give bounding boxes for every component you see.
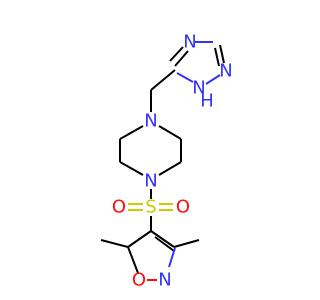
triazole-n1-label: N [192,78,205,99]
bond-c3-methyl [173,239,200,248]
piperazine-ring [119,125,182,176]
bond-c5-n4-double [169,46,184,62]
bond-n2-n1 [205,74,221,85]
bond-c4-c5 [127,230,152,248]
bond-c4-c3 [150,230,175,248]
isoxazole-o-label: O [132,270,146,291]
piperazine-n-bottom-label: N [144,171,157,192]
bond-c-right-ntop [158,125,182,140]
sulfonyl-o-left-label: O [112,197,126,218]
bond-nbottom-c-right-bottom [158,161,182,176]
bond-n1-c5 [176,72,194,83]
isoxazole-n-label: N [158,270,171,291]
sulfonyl-s-label: S [145,197,156,218]
piperazine-n-top-label: N [144,111,157,132]
triazole-ring [169,41,225,85]
bond-c3-n2-double [214,47,220,67]
bond-ntop-c-left [119,125,144,140]
structure-diagram: N N N H N N S O O N O [100,32,233,291]
sulfonyl-o-right-label: O [176,197,190,218]
bond-c5-n4 [174,50,189,67]
bond-c-bottom-left-nbottom [119,161,144,176]
isoxazole-ring [127,230,176,281]
triazole-n4-label: N [183,32,196,53]
bond-c5-o [127,246,139,274]
bond-c4-c3-double [154,236,175,252]
bond-c3-n2 [219,44,225,64]
bond-c5-methyl [100,239,129,248]
triazole-nh-h-label: H [200,91,214,112]
triazole-n2-label: N [219,61,232,82]
bond-c5-ch2 [150,69,176,91]
bond-c3-n [168,247,176,268]
